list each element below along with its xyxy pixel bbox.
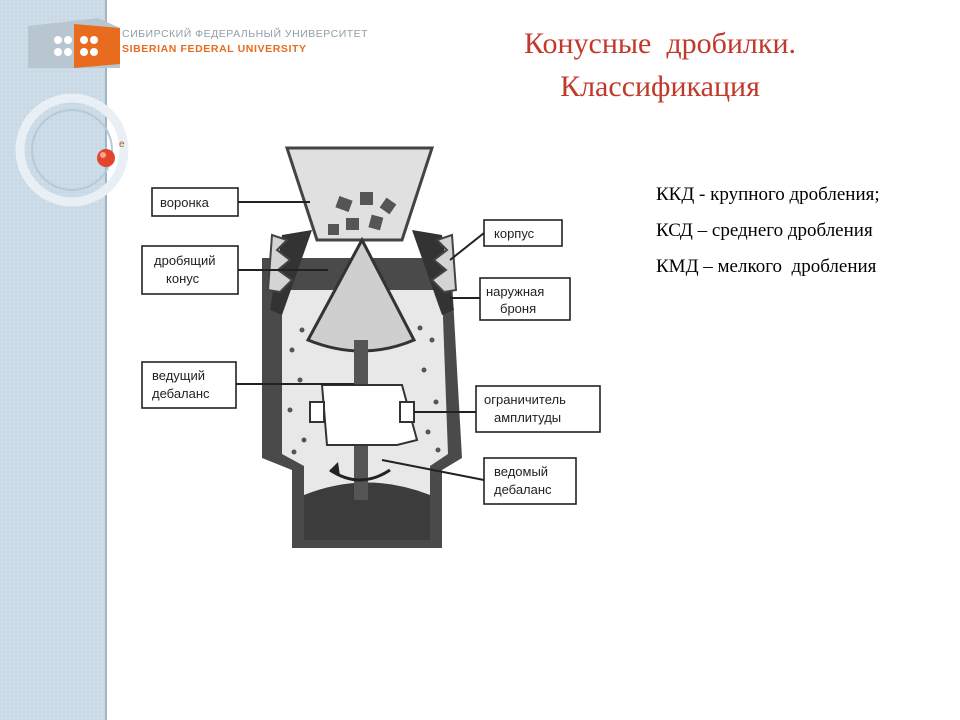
svg-text:воронка: воронка xyxy=(160,195,210,210)
label-housing: корпус xyxy=(449,219,563,261)
svg-text:e: e xyxy=(119,139,125,150)
sidebar-panel xyxy=(0,0,105,720)
university-logo-icon xyxy=(28,18,120,68)
svg-text:амплитуды: амплитуды xyxy=(494,410,561,425)
svg-text:наружная: наружная xyxy=(486,284,544,299)
classification-list: ККД - крупного дробления; КСД – среднего… xyxy=(656,180,880,288)
list-item: КМД – мелкого дробления xyxy=(656,256,877,277)
svg-text:дробящий: дробящий xyxy=(154,253,215,268)
svg-text:ограничитель: ограничитель xyxy=(484,392,566,407)
shaft-assembly xyxy=(309,340,419,500)
sidebar-divider xyxy=(105,0,107,720)
label-crushing-cone: дробящий конус xyxy=(141,245,328,295)
label-driven-unbalance: ведомый дебаланс xyxy=(381,457,577,505)
outer-armor xyxy=(266,230,458,315)
svg-text:конус: конус xyxy=(166,271,200,286)
list-item: ККД - крупного дробления; xyxy=(656,184,880,205)
red-ball-icon xyxy=(97,149,115,167)
list-item: КСД – среднего дробления xyxy=(656,220,873,241)
material-particles xyxy=(287,325,441,455)
svg-text:ведущий: ведущий xyxy=(152,368,205,383)
svg-text:дебаланс: дебаланс xyxy=(152,386,210,401)
title-line-1: Конусные дробилки. xyxy=(523,27,797,60)
label-funnel: воронка xyxy=(151,187,310,217)
university-name-ru: СИБИРСКИЙ ФЕДЕРАЛЬНЫЙ УНИВЕРСИТЕТ xyxy=(122,28,369,40)
svg-text:корпус: корпус xyxy=(494,226,535,241)
cone-crusher-diagram: воронка дробящий конус корпус наружная б… xyxy=(141,146,601,548)
title-line-2: Классификация xyxy=(560,70,760,103)
decorative-rings: e xyxy=(15,93,129,207)
slide-title: Конусные дробилки. Классификация xyxy=(400,22,920,108)
svg-text:ведомый: ведомый xyxy=(494,464,548,479)
funnel-shape xyxy=(284,146,435,242)
label-outer-armor: наружная броня xyxy=(450,277,571,321)
svg-text:броня: броня xyxy=(500,301,536,316)
label-amplitude-limiter: ограничитель амплитуды xyxy=(414,385,601,433)
university-name-en: SIBERIAN FEDERAL UNIVERSITY xyxy=(122,43,307,55)
svg-text:дебаланс: дебаланс xyxy=(494,482,552,497)
label-drive-unbalance: ведущий дебаланс xyxy=(141,361,354,409)
